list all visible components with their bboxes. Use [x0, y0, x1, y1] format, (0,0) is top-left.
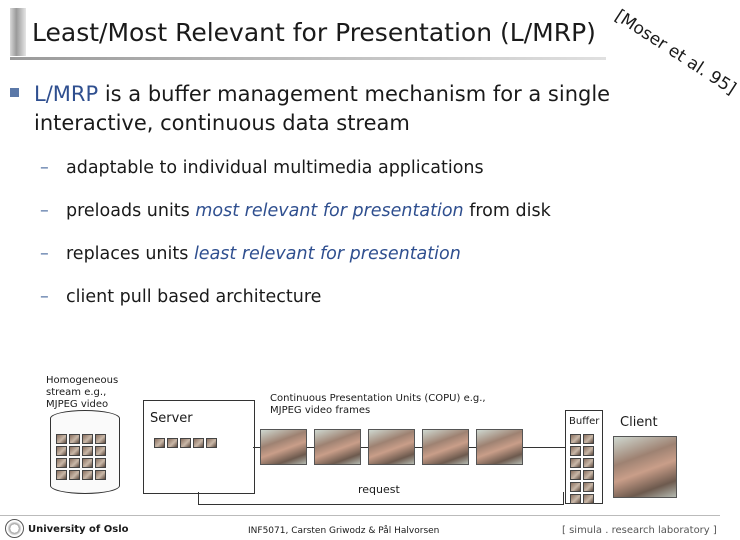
title-accent-bar: [10, 8, 26, 56]
request-label: request: [358, 483, 400, 496]
video-frame: [368, 429, 415, 465]
buffer-thumbnails: [570, 434, 594, 504]
sub-bullet-3: –replaces units least relevant for prese…: [40, 244, 461, 264]
bullet-text: is a buffer management mechanism for a s…: [34, 82, 611, 135]
server-thumbnails: [154, 438, 217, 448]
main-bullet: L/MRP is a buffer management mechanism f…: [34, 80, 654, 138]
bullet-accent: L/MRP: [34, 82, 99, 106]
sub-bullet-2-emphasis: most relevant for presentation: [195, 201, 464, 221]
request-line-right: [563, 492, 564, 504]
sub-bullet-4-text: client pull based architecture: [66, 287, 322, 307]
sub-bullet-4: –client pull based architecture: [40, 287, 321, 307]
dash-icon: –: [40, 287, 49, 307]
sub-bullet-2-pre: preloads units: [66, 201, 196, 221]
sub-bullet-3-pre: replaces units: [66, 244, 194, 264]
request-line-left: [198, 492, 199, 504]
sub-bullet-2-post: from disk: [463, 201, 551, 221]
slide-title: Least/Most Relevant for Presentation (L/…: [32, 18, 596, 47]
title-underline: [10, 57, 606, 60]
client-label: Client: [620, 415, 658, 430]
video-frame: [314, 429, 361, 465]
footer-course: INF5071, Carsten Griwodz & Pål Halvorsen: [248, 526, 440, 536]
footer-simula: [ simula . research laboratory ]: [562, 525, 717, 536]
sub-bullet-1-text: adaptable to individual multimedia appli…: [66, 158, 484, 178]
client-screen: [613, 436, 677, 498]
footer-university: University of Oslo: [28, 524, 129, 535]
sub-bullet-3-emphasis: least relevant for presentation: [193, 244, 461, 264]
bullet-square-icon: [10, 88, 19, 97]
video-frame: [476, 429, 523, 465]
buffer-label: Buffer: [569, 416, 600, 427]
request-line: [198, 504, 564, 505]
storage-thumbnails: [56, 434, 106, 480]
storage-label: Homogeneous stream e.g., MJPEG video: [46, 375, 119, 410]
footer-divider: [0, 515, 720, 516]
university-seal-icon: [5, 519, 24, 538]
sub-bullet-1: –adaptable to individual multimedia appl…: [40, 158, 484, 178]
dash-icon: –: [40, 201, 49, 221]
dash-icon: –: [40, 244, 49, 264]
server-label: Server: [150, 411, 193, 426]
dash-icon: –: [40, 158, 49, 178]
video-frame: [422, 429, 469, 465]
copu-label: Continuous Presentation Units (COPU) e.g…: [270, 393, 486, 416]
video-frame: [260, 429, 307, 465]
sub-bullet-2: –preloads units most relevant for presen…: [40, 201, 551, 221]
